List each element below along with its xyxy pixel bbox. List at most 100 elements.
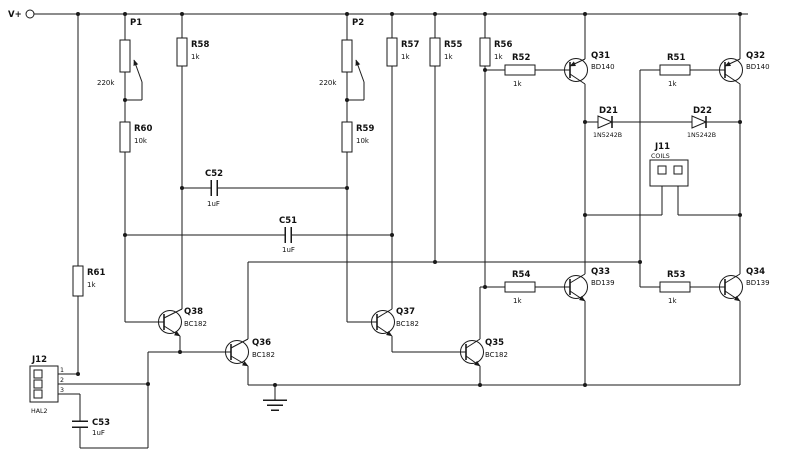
q34-val: BD139 [746, 279, 770, 287]
capacitor-plates [72, 180, 292, 428]
connector-j12 [29, 365, 59, 403]
diode-d21 [597, 115, 614, 129]
c51-ref: C51 [279, 216, 297, 226]
r57-ref: R57 [401, 40, 419, 50]
connector-j12-pin2 [33, 379, 43, 389]
ground-symbol [263, 399, 287, 411]
r59-val: 10k [356, 137, 370, 145]
j11-val: COILS [651, 153, 670, 160]
r51-val: 1k [668, 80, 677, 88]
transistor-circles [158, 58, 743, 364]
q33-ref: Q33 [591, 267, 610, 277]
p2-val: 220k [319, 79, 337, 87]
q37-emitter-arrow [376, 325, 393, 337]
resistor-bodies [72, 37, 691, 297]
q32-emitter-arrow [724, 58, 741, 67]
connector-j11-pin2 [673, 165, 683, 175]
r58-val: 1k [191, 53, 200, 61]
r59-ref: R59 [356, 124, 374, 134]
r52-ref: R52 [512, 53, 530, 63]
r61-ref: R61 [87, 268, 105, 278]
resistor-r60 [119, 121, 131, 153]
vplus-terminal [25, 9, 35, 19]
connector-j12-pin1 [33, 369, 43, 379]
resistor-r58 [176, 37, 188, 67]
q34-emitter-arrow [724, 290, 741, 302]
q31-ref: Q31 [591, 51, 610, 61]
potentiometer-p1 [119, 39, 131, 73]
q31-emitter-arrow [569, 58, 586, 67]
resistor-r54 [504, 281, 536, 293]
q36-emitter-arrow [230, 355, 249, 367]
q33-val: BD139 [591, 279, 615, 287]
c53-ref: C53 [92, 418, 110, 428]
j11-ref: J11 [654, 142, 670, 152]
connector-j11 [649, 159, 689, 187]
j12-ref: J12 [31, 355, 47, 365]
resistor-r59 [341, 121, 353, 153]
c53-val: 1uF [92, 429, 105, 437]
p2-ref: P2 [352, 18, 364, 28]
r54-ref: R54 [512, 270, 530, 280]
q35-ref: Q35 [485, 338, 504, 348]
connector-j11-pin1 [657, 165, 667, 175]
p2-wiper-arrow [355, 59, 365, 83]
potentiometer-p2 [341, 39, 353, 73]
q35-val: BC182 [485, 351, 508, 359]
vplus-label: V+ [8, 10, 22, 20]
r56-ref: R56 [494, 40, 512, 50]
j12-val: HAL2 [31, 408, 48, 415]
r55-val: 1k [444, 53, 453, 61]
r60-ref: R60 [134, 124, 152, 134]
connector-j12-pin3 [33, 389, 43, 399]
resistor-r61 [72, 265, 84, 297]
junction-dots [76, 12, 742, 387]
q35-emitter-arrow [465, 355, 481, 367]
q36-val: BC182 [252, 351, 275, 359]
d21-val: 1N5242B [593, 132, 622, 139]
r54-val: 1k [513, 297, 522, 305]
resistor-r57 [386, 37, 398, 67]
r61-val: 1k [87, 281, 96, 289]
collector-leads [163, 73, 741, 349]
c51-val: 1uF [282, 246, 295, 254]
resistor-r55 [429, 37, 441, 67]
d21-ref: D21 [599, 106, 618, 116]
r56-val: 1k [494, 53, 503, 61]
j12-pin3-label: 3 [60, 387, 64, 394]
d22-val: 1N5242B [687, 132, 716, 139]
resistor-r51 [659, 64, 691, 76]
q36-ref: Q36 [252, 338, 271, 348]
q38-val: BC182 [184, 320, 207, 328]
r57-val: 1k [401, 53, 410, 61]
r52-val: 1k [513, 80, 522, 88]
q33-emitter-arrow [569, 290, 586, 302]
q37-ref: Q37 [396, 307, 415, 317]
q38-ref: Q38 [184, 307, 203, 317]
resistor-r52 [504, 64, 536, 76]
r53-ref: R53 [667, 270, 685, 280]
q37-val: BC182 [396, 320, 419, 328]
emitter-arrows [133, 58, 741, 367]
q32-val: BD140 [746, 63, 770, 71]
p1-wiper-arrow [133, 59, 143, 83]
transistor-base-bars [163, 62, 726, 360]
q32-ref: Q32 [746, 51, 765, 61]
resistor-r56 [479, 37, 491, 67]
resistor-r53 [659, 281, 691, 293]
r55-ref: R55 [444, 40, 462, 50]
r58-ref: R58 [191, 40, 209, 50]
r51-ref: R51 [667, 53, 685, 63]
r53-val: 1k [668, 297, 677, 305]
diodes [597, 115, 708, 129]
j12-pin2-label: 2 [60, 377, 64, 384]
j12-pin1-label: 1 [60, 367, 64, 374]
p1-val: 220k [97, 79, 115, 87]
diode-d22 [691, 115, 708, 129]
p1-ref: P1 [130, 18, 142, 28]
d22-ref: D22 [693, 106, 712, 116]
r60-val: 10k [134, 137, 148, 145]
c52-val: 1uF [207, 200, 220, 208]
